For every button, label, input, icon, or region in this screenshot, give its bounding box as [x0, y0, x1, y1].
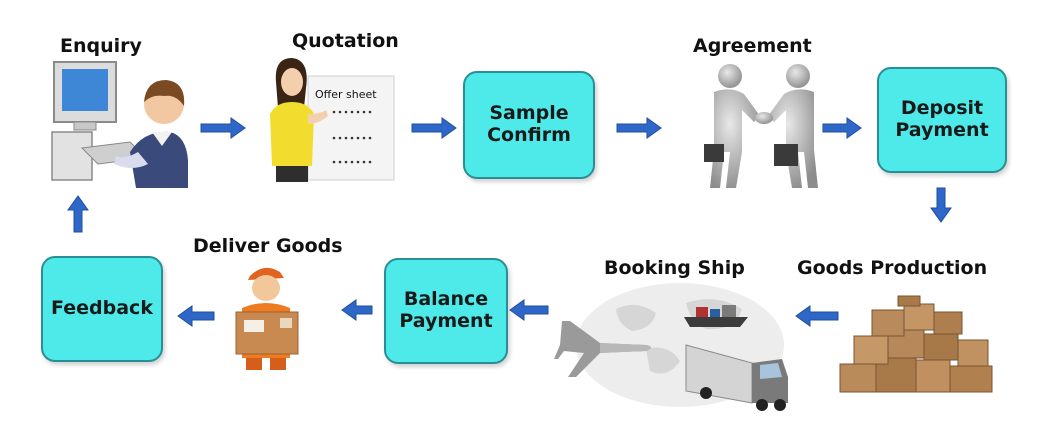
arrow-right-3	[616, 117, 662, 139]
arrow-left-1	[795, 305, 839, 327]
agreement-label: Agreement	[693, 35, 812, 57]
plane-ship-truck-icon	[554, 283, 788, 411]
deposit-payment-box: Deposit Payment	[877, 67, 1007, 173]
sample-confirm-box: Sample Confirm	[463, 71, 595, 179]
offer-sheet-label: Offer sheet	[315, 88, 377, 101]
deliver-goods-label: Deliver Goods	[193, 235, 343, 257]
balance-payment-label: Balance Payment	[399, 288, 493, 332]
deposit-payment-label: Deposit Payment	[895, 97, 989, 141]
arrow-down-1	[930, 187, 952, 223]
computer-user-icon	[51, 61, 188, 188]
arrow-right-4	[822, 117, 862, 139]
booking-ship-label: Booking Ship	[604, 257, 745, 279]
feedback-box: Feedback	[41, 256, 163, 362]
enquiry-label: Enquiry	[60, 35, 142, 57]
woman-offer-sheet-icon	[270, 58, 395, 182]
balance-payment-box: Balance Payment	[384, 258, 508, 364]
handshake-icon	[704, 64, 818, 188]
quotation-label: Quotation	[292, 30, 399, 52]
arrow-right-1	[200, 117, 246, 139]
delivery-man-icon	[235, 267, 299, 370]
cardboard-boxes-icon	[839, 295, 993, 393]
arrow-up-1	[67, 195, 89, 233]
arrow-left-2	[509, 299, 549, 321]
sample-confirm-label: Sample Confirm	[487, 102, 571, 146]
arrow-left-4	[177, 305, 215, 327]
arrow-left-3	[341, 299, 373, 321]
arrow-right-2	[411, 117, 457, 139]
feedback-label: Feedback	[51, 297, 153, 320]
goods-production-label: Goods Production	[797, 257, 988, 279]
